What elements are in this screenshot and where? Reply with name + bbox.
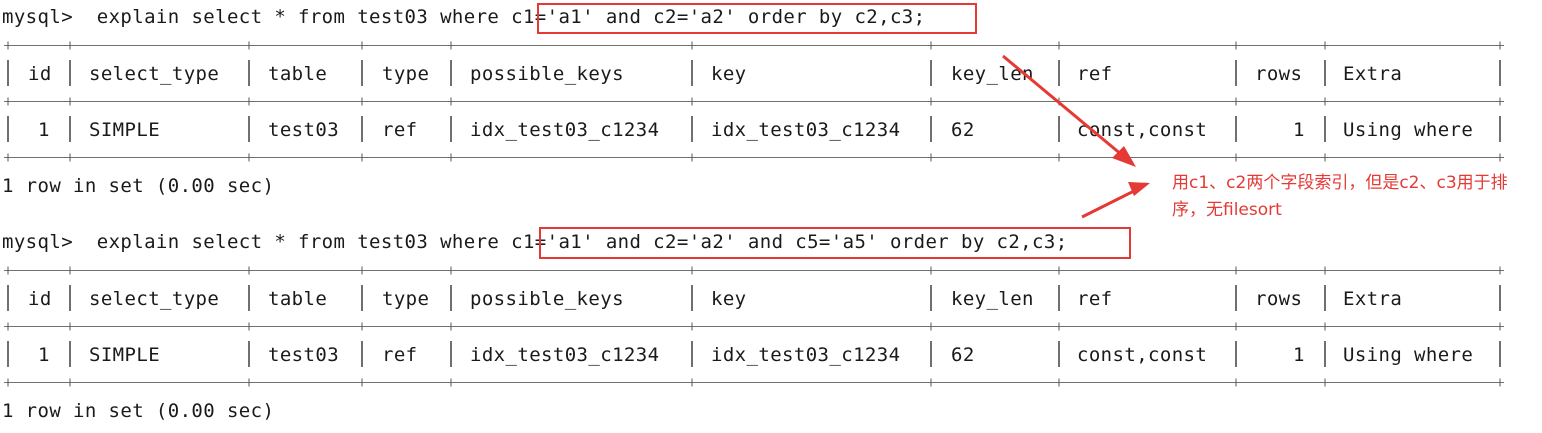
table-border-mid-2 (4, 326, 1504, 327)
header-key: key (711, 63, 747, 85)
cell-id: 1 (38, 344, 50, 366)
annotation-arrow-up (1002, 54, 1129, 162)
cell-key: idx_test03_c1234 (711, 344, 901, 366)
annotation-note: 用c1、c2两个字段索引，但是c2、c3用于排序，无filesort (1172, 173, 1508, 220)
command-text: explain select * from test03 where (96, 6, 512, 28)
highlighted-clause: c1='a1' and c2='a2' and c5='a5' order by… (511, 231, 1056, 253)
cell-rows: 1 (1293, 119, 1305, 141)
cell-possible-keys: idx_test03_c1234 (470, 344, 660, 366)
header-possible-keys: possible_keys (470, 288, 624, 310)
command-terminator: ; (1055, 231, 1068, 253)
command-terminator: ; (913, 6, 926, 28)
result-footer-1: 1 row in set (0.00 sec) (2, 175, 275, 197)
header-id: id (28, 63, 52, 85)
result-footer-2: 1 row in set (0.00 sec) (2, 400, 275, 422)
header-rows: rows (1255, 288, 1303, 310)
command-line-2: mysql> explain select * from test03 wher… (2, 228, 1068, 256)
header-key-len: key_len (951, 63, 1034, 85)
header-type: type (382, 63, 430, 85)
cell-key-len: 62 (951, 344, 975, 366)
header-ref: ref (1077, 288, 1113, 310)
arrow-head-down (1128, 182, 1150, 196)
cell-table: test03 (268, 344, 340, 366)
header-select-type: select_type (89, 288, 220, 310)
table-border-top-2 (4, 270, 1504, 271)
table-border-mid-1 (4, 101, 1504, 102)
table-border-top-1 (4, 45, 1504, 46)
header-key: key (711, 288, 747, 310)
cell-select-type: SIMPLE (89, 119, 161, 141)
cell-extra: Using where (1343, 119, 1474, 141)
header-ref: ref (1077, 63, 1113, 85)
highlighted-clause: c1='a1' and c2='a2' order by c2,c3 (511, 6, 914, 28)
table-border-bottom-1 (4, 157, 1504, 158)
header-possible-keys: possible_keys (470, 63, 624, 85)
cell-table: test03 (268, 119, 340, 141)
arrow-head-up (1112, 146, 1136, 167)
cell-type: ref (382, 119, 418, 141)
cell-ref: const,const (1077, 119, 1208, 141)
command-text: explain select * from test03 where (96, 231, 512, 253)
prompt: mysql> (2, 6, 74, 28)
cell-key: idx_test03_c1234 (711, 119, 901, 141)
cell-extra: Using where (1343, 344, 1474, 366)
cell-rows: 1 (1293, 344, 1305, 366)
prompt: mysql> (2, 231, 74, 253)
command-line-1: mysql> explain select * from test03 wher… (2, 3, 925, 31)
header-type: type (382, 288, 430, 310)
cell-type: ref (382, 344, 418, 366)
annotation-arrow-down (1081, 186, 1141, 219)
header-table: table (268, 63, 328, 85)
cell-id: 1 (38, 119, 50, 141)
highlight-box-1 (537, 3, 977, 34)
header-table: table (268, 288, 328, 310)
cell-ref: const,const (1077, 344, 1208, 366)
table-border-bottom-2 (4, 382, 1504, 383)
header-id: id (28, 288, 52, 310)
cell-key-len: 62 (951, 119, 975, 141)
header-select-type: select_type (89, 63, 220, 85)
header-extra: Extra (1343, 63, 1403, 85)
header-key-len: key_len (951, 288, 1034, 310)
header-extra: Extra (1343, 288, 1403, 310)
header-rows: rows (1255, 63, 1303, 85)
highlight-box-2 (539, 227, 1131, 259)
cell-possible-keys: idx_test03_c1234 (470, 119, 660, 141)
cell-select-type: SIMPLE (89, 344, 161, 366)
